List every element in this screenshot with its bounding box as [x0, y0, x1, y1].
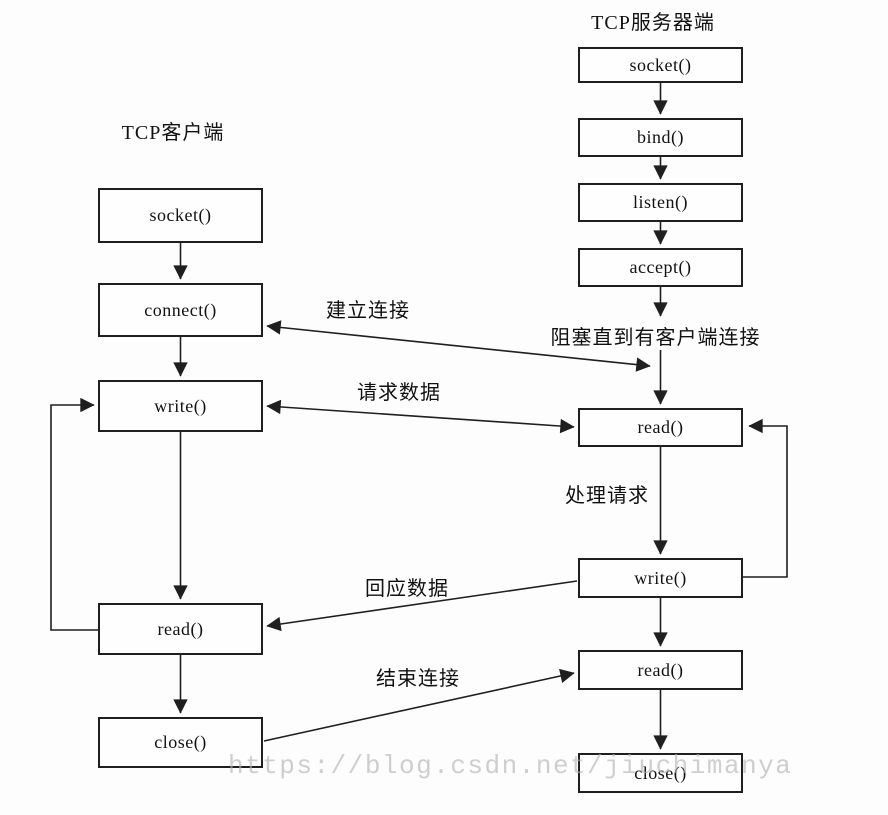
server-box-accept: accept(): [578, 248, 743, 287]
client-box-socket: socket(): [98, 188, 263, 243]
edge-label-response-data: 回应数据: [365, 578, 449, 600]
server-box-write: write(): [578, 558, 743, 598]
server-box-socket-label: socket(): [629, 54, 692, 75]
server-box-read2-label: read(): [637, 659, 684, 680]
arrow-request-data: [266, 399, 575, 434]
arrow-client-read-loop-write: [50, 397, 98, 631]
client-box-connect: connect(): [98, 283, 263, 337]
client-box-close-label: close(): [154, 732, 207, 752]
client-column-title: TCP客户端: [121, 122, 225, 144]
arrow-establish-connection: [266, 320, 651, 372]
server-box-close: close(): [578, 753, 743, 793]
server-column-title: TCP服务器端: [591, 12, 715, 34]
edge-label-block-until-client-connects: 阻塞直到有客户端连接: [550, 327, 761, 349]
edge-label-request-data: 请求数据: [357, 382, 441, 404]
server-box-write-label: write(): [634, 567, 687, 588]
client-box-read: read(): [98, 603, 263, 655]
server-box-read-label: read(): [637, 417, 684, 437]
server-box-bind-label: bind(): [637, 127, 684, 147]
arrow-finish-connection: [263, 668, 575, 742]
server-box-accept-label: accept(): [629, 257, 692, 277]
server-box-socket: socket(): [578, 47, 743, 83]
client-box-socket-label: socket(): [149, 205, 212, 225]
edge-label-process-request: 处理请求: [565, 485, 649, 507]
client-box-read-label: read(): [157, 618, 204, 639]
arrow-server-write-loop-read: [743, 418, 788, 578]
server-box-read: read(): [578, 408, 743, 447]
arrow-response-data: [266, 580, 578, 632]
edge-label-finish-connection: 结束连接: [376, 668, 460, 690]
client-box-write-label: write(): [154, 395, 207, 416]
client-box-write: write(): [98, 380, 263, 432]
server-box-listen: listen(): [578, 183, 743, 222]
server-box-close-label: close(): [634, 762, 687, 783]
server-box-bind: bind(): [578, 118, 743, 157]
client-box-close: close(): [98, 717, 263, 768]
client-box-connect-label: connect(): [144, 299, 217, 320]
edge-label-establish-connection: 建立连接: [326, 300, 410, 322]
server-box-listen-label: listen(): [633, 192, 688, 212]
server-box-read2: read(): [578, 650, 743, 690]
